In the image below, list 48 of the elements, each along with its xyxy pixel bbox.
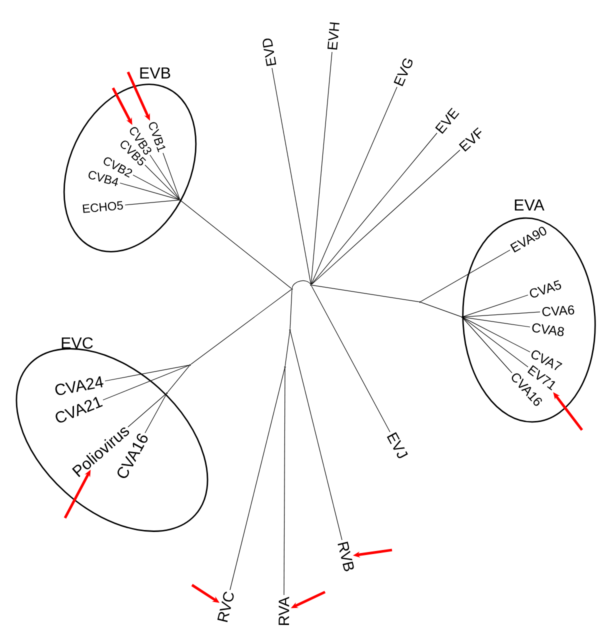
- branch-line: [284, 330, 290, 366]
- branch-line: [462, 317, 530, 352]
- branch-line: [311, 150, 460, 285]
- leaf-label: EVH: [327, 22, 340, 50]
- branch-line: [132, 174, 180, 200]
- branch-line: [462, 294, 528, 317]
- branch-line: [144, 164, 180, 200]
- leaf-label: ECHO5: [82, 201, 123, 213]
- leaf-label: CVB1: [149, 122, 166, 152]
- branch-line: [311, 132, 438, 285]
- branch-line: [462, 317, 512, 374]
- leaf-label: CVA24: [55, 376, 104, 396]
- leaf-label: EVJ: [386, 432, 408, 458]
- branch-line: [462, 312, 540, 318]
- branch-line: [230, 368, 286, 590]
- branch-line: [462, 317, 528, 368]
- branch-line: [420, 302, 462, 317]
- branch-line: [167, 365, 190, 393]
- branch-line: [162, 152, 180, 200]
- branch-line: [150, 154, 180, 200]
- branch-line: [128, 393, 167, 428]
- branch-line: [284, 368, 286, 596]
- branch-line: [272, 68, 312, 284]
- leaf-label: EVD: [262, 38, 276, 66]
- branch-line: [104, 364, 190, 382]
- branch-line: [292, 280, 311, 288]
- leaf-label: RVC: [217, 592, 234, 622]
- leaf-label: CVA5: [530, 280, 562, 298]
- branch-line: [462, 316, 530, 328]
- branch-line: [290, 290, 292, 330]
- branch-line: [102, 365, 190, 400]
- branch-line: [120, 182, 180, 200]
- branch-line: [311, 86, 398, 284]
- branch-line: [312, 284, 420, 302]
- branch-line: [180, 200, 292, 289]
- leaf-label: CVA6: [542, 305, 574, 316]
- branch-line: [311, 286, 390, 432]
- branch-line: [124, 200, 180, 206]
- leaf-label: RVA: [278, 596, 290, 625]
- leaf-label: EVG: [394, 58, 412, 86]
- leaf-label: CVA21: [56, 396, 103, 423]
- leaf-label: RVB: [338, 542, 354, 572]
- branch-line: [290, 330, 342, 540]
- branch-line: [420, 250, 510, 302]
- branch-line: [144, 394, 167, 434]
- leaf-label: CVA8: [532, 323, 564, 336]
- branch-line: [310, 52, 332, 284]
- branch-line: [190, 289, 292, 365]
